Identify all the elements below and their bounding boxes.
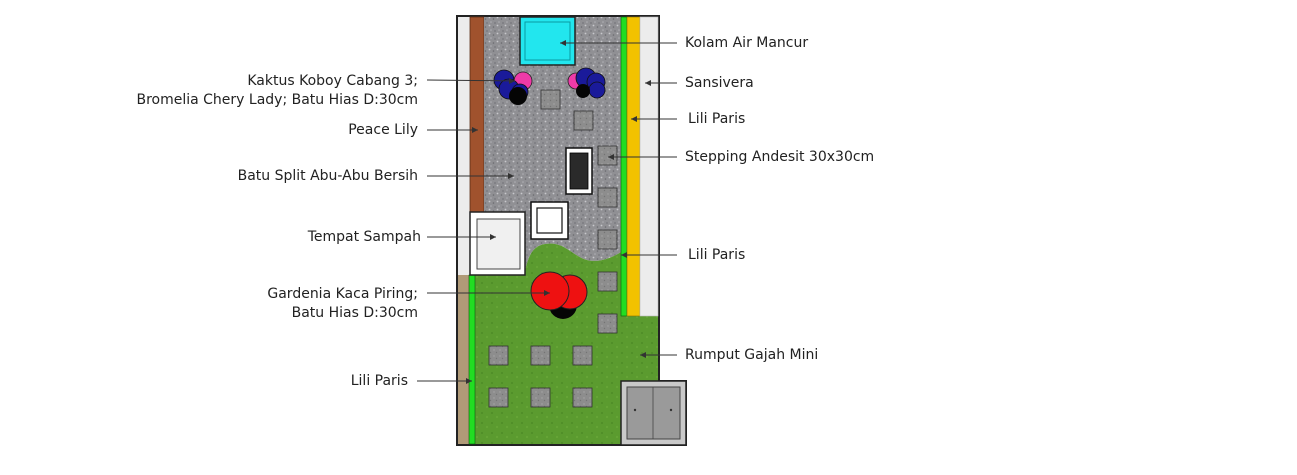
- sansivera-strip: [639, 16, 659, 317]
- label-rumput-text: Rumput Gajah Mini: [685, 347, 819, 363]
- label-kaktus-line2: Bromelia Chery Lady; Batu Hias D:30cm: [136, 92, 418, 108]
- label-batu-split-text: Batu Split Abu-Abu Bersih: [237, 168, 418, 184]
- grass-area: [470, 243, 658, 444]
- label-lili-paris-top: Lili Paris: [688, 110, 745, 129]
- label-stepping-text: Stepping Andesit 30x30cm: [685, 149, 875, 165]
- flower-cluster-right: [567, 67, 606, 99]
- label-gardenia-line2: Batu Hias D:30cm: [291, 305, 418, 321]
- label-kolam: Kolam Air Mancur: [685, 34, 808, 53]
- square-lamp: [530, 201, 569, 240]
- label-lili-paris-mid: Lili Paris: [688, 246, 745, 265]
- label-rumput: Rumput Gajah Mini: [685, 346, 818, 365]
- label-lili-paris-left: Lili Paris: [351, 372, 408, 391]
- label-lili-paris-mid-text: Lili Paris: [688, 247, 746, 263]
- label-gardenia: Gardenia Kaca Piring; Batu Hias D:30cm: [267, 285, 418, 323]
- leader-lines: [417, 42, 677, 382]
- lili-paris-left-strip: [468, 274, 476, 445]
- label-tempat-sampah-text: Tempat Sampah: [307, 229, 421, 245]
- trash-bin: [469, 211, 526, 276]
- lili-paris-green-strip: [620, 16, 628, 317]
- label-lili-paris-left-text: Lili Paris: [350, 373, 408, 389]
- label-kaktus-line1: Kaktus Koboy Cabang 3;: [247, 73, 418, 89]
- label-batu-split: Batu Split Abu-Abu Bersih: [238, 167, 418, 186]
- lili-paris-yellow-strip: [626, 16, 641, 317]
- label-gardenia-line1: Gardenia Kaca Piring;: [267, 286, 418, 302]
- label-stepping: Stepping Andesit 30x30cm: [685, 148, 874, 167]
- label-sansivera: Sansivera: [685, 74, 754, 93]
- label-kolam-text: Kolam Air Mancur: [685, 35, 809, 51]
- label-tempat-sampah: Tempat Sampah: [308, 228, 421, 247]
- stepping-stones-grass: [488, 271, 618, 408]
- stepping-stones-gravel: [540, 89, 618, 250]
- peace-lily-bed: [469, 16, 485, 214]
- label-peace-lily: Peace Lily: [348, 121, 418, 140]
- label-kaktus: Kaktus Koboy Cabang 3; Bromelia Chery La…: [136, 72, 418, 110]
- label-lili-paris-top-text: Lili Paris: [688, 111, 746, 127]
- label-sansivera-text: Sansivera: [685, 75, 754, 91]
- left-wall: [458, 17, 470, 275]
- bench-object: [565, 147, 593, 195]
- gardenia-cluster: [530, 271, 588, 319]
- control-box: [620, 380, 687, 446]
- flower-cluster-left: [493, 69, 533, 105]
- fountain-pool: [519, 16, 576, 66]
- leader-arrowheads: [466, 40, 651, 384]
- left-tan-strip: [458, 275, 470, 444]
- label-peace-lily-text: Peace Lily: [348, 122, 418, 138]
